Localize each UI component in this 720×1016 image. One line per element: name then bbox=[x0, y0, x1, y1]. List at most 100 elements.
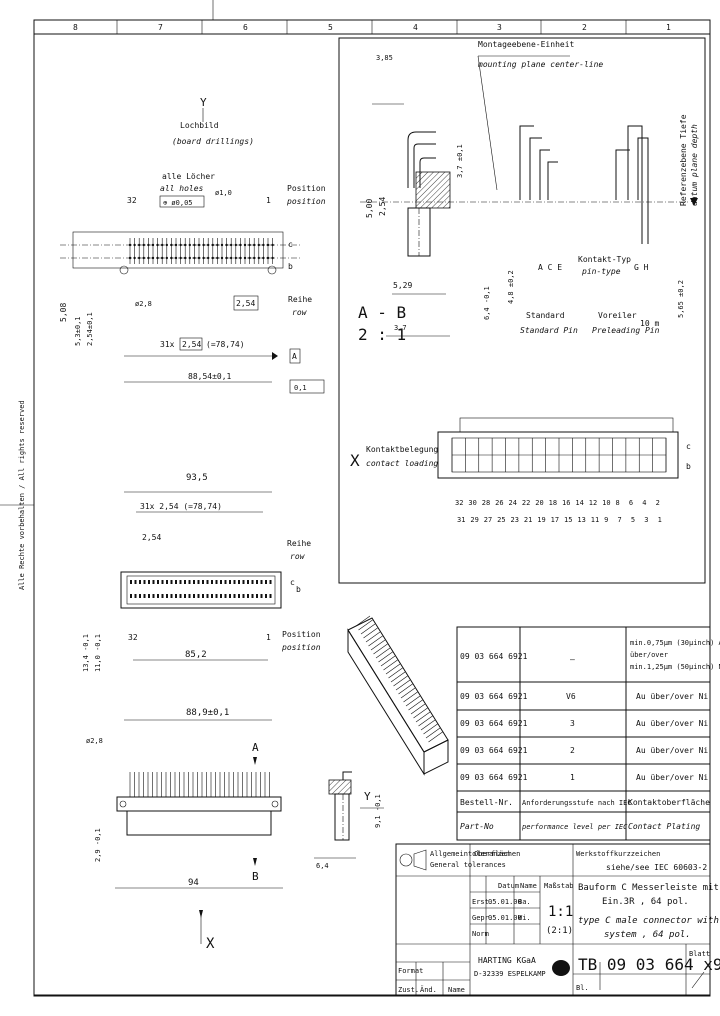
pin-types-left: A C E bbox=[538, 263, 562, 272]
drill-hole bbox=[239, 243, 242, 247]
drill-hole bbox=[216, 243, 219, 247]
preleading-de: Voreiler bbox=[598, 311, 637, 320]
iso-pin bbox=[390, 671, 406, 683]
pin bbox=[247, 580, 249, 584]
iso-pin bbox=[375, 647, 391, 659]
iso-pin bbox=[380, 655, 396, 667]
drawn-name: Ba. bbox=[518, 898, 531, 906]
iso-pin bbox=[385, 663, 401, 675]
hole-size: ø1,0 bbox=[215, 189, 232, 197]
row-c-label: c bbox=[288, 240, 293, 249]
col-label: 2 bbox=[582, 23, 587, 32]
drill-hole bbox=[207, 256, 210, 260]
col-label: 7 bbox=[158, 23, 163, 32]
drill-hole bbox=[220, 256, 224, 260]
pin bbox=[157, 580, 159, 584]
change-col: Änd. bbox=[420, 985, 437, 994]
section-scale: 2 : 1 bbox=[358, 325, 406, 344]
dim-5-65: 5,65 ±0,2 bbox=[677, 280, 685, 318]
drill-hole bbox=[266, 243, 270, 247]
drill-hole bbox=[128, 256, 132, 260]
front-pin-grid bbox=[130, 580, 272, 598]
title-de-2: Ein.3R , 64 pol. bbox=[602, 897, 689, 907]
drill-hole bbox=[243, 243, 247, 247]
loading-title-de: Kontaktbelegung bbox=[366, 445, 438, 454]
mounting-hole-left bbox=[119, 265, 129, 275]
drill-hole bbox=[165, 256, 168, 260]
scale-value-2: (2:1) bbox=[546, 926, 573, 936]
pin bbox=[260, 594, 263, 598]
pin bbox=[242, 580, 245, 584]
top-view-board-drillings: Y Lochbild (board drillings) alle Löcher… bbox=[59, 96, 326, 394]
plating-0a: min.0,75µm (30µinch) Au bbox=[630, 639, 720, 647]
drill-hole bbox=[151, 243, 155, 247]
holes-note-de: alle Löcher bbox=[162, 172, 215, 181]
iso-pin bbox=[410, 703, 426, 715]
pin bbox=[197, 594, 200, 598]
company-logo bbox=[552, 960, 570, 976]
iso-pin bbox=[360, 623, 376, 635]
state-col: Zust. bbox=[398, 986, 419, 994]
pin bbox=[251, 594, 254, 598]
drill-hole bbox=[248, 243, 251, 247]
mounting-hole-right bbox=[267, 265, 277, 275]
company-name: HARTING KGaA bbox=[478, 956, 536, 965]
loading-number: 29 bbox=[470, 516, 478, 524]
dim-93-5: 93,5 bbox=[186, 473, 208, 483]
iso-pin bbox=[395, 679, 411, 691]
pin bbox=[206, 594, 209, 598]
drill-hole bbox=[138, 243, 141, 247]
pin bbox=[166, 594, 168, 598]
section-view-frame bbox=[338, 37, 706, 584]
loading-number: 18 bbox=[549, 499, 557, 507]
drill-hole bbox=[243, 256, 247, 260]
drill-hole bbox=[179, 243, 182, 247]
loading-number: 19 bbox=[537, 516, 545, 524]
drill-hole bbox=[147, 256, 150, 260]
iso-pin bbox=[393, 675, 408, 687]
loading-number: 21 bbox=[524, 516, 532, 524]
pin bbox=[206, 580, 209, 584]
drill-hole bbox=[207, 243, 210, 247]
pin bbox=[220, 580, 222, 584]
title-en-2: system , 64 pol. bbox=[604, 930, 691, 940]
table-row: – bbox=[570, 655, 575, 664]
pin bbox=[193, 580, 195, 584]
dim-3-7: 3,7 ±0,1 bbox=[456, 144, 464, 178]
pin bbox=[197, 580, 200, 584]
dim-2-54-front: 2,54 bbox=[142, 533, 161, 542]
pin bbox=[184, 594, 186, 598]
pin bbox=[130, 594, 132, 598]
dim-3-7-bottom: 3,7 bbox=[394, 324, 407, 332]
table-row: 09 03 664 6921 bbox=[460, 719, 528, 728]
iso-pin bbox=[365, 631, 381, 643]
section-a: A bbox=[252, 741, 259, 754]
contact-type-de: Kontakt-Typ bbox=[578, 255, 631, 264]
pin bbox=[152, 580, 155, 584]
drill-hole bbox=[271, 243, 274, 247]
front-position-en: position bbox=[281, 643, 321, 652]
drill-hole bbox=[179, 256, 182, 260]
company-address: D-32339 ESPELKAMP bbox=[474, 970, 546, 978]
drill-hole bbox=[239, 256, 242, 260]
table-row: 09 03 664 6921 bbox=[460, 692, 528, 701]
bottom-view: 88,9±0,1 ø2,8 A 2,9 -0,1 B 94 X bbox=[86, 708, 283, 952]
dim-10m: 10 m bbox=[640, 319, 659, 328]
dim-5-08: 5,08 bbox=[59, 303, 68, 322]
pin bbox=[215, 580, 218, 584]
pin bbox=[161, 594, 164, 598]
drill-hole bbox=[138, 256, 141, 260]
drill-hole bbox=[184, 256, 187, 260]
iso-pin bbox=[428, 731, 443, 743]
loading-number: 31 bbox=[457, 516, 465, 524]
dim-6-4-section: 6,4 -0,1 bbox=[483, 286, 491, 320]
parts-table: 09 03 664 6921 – min.0,75µm (30µinch) Au… bbox=[456, 626, 720, 841]
drill-hole bbox=[174, 243, 178, 247]
loading-b: b bbox=[686, 462, 691, 471]
standard-en: Standard Pin bbox=[520, 326, 578, 335]
iso-pin bbox=[370, 639, 386, 651]
pin bbox=[229, 580, 231, 584]
